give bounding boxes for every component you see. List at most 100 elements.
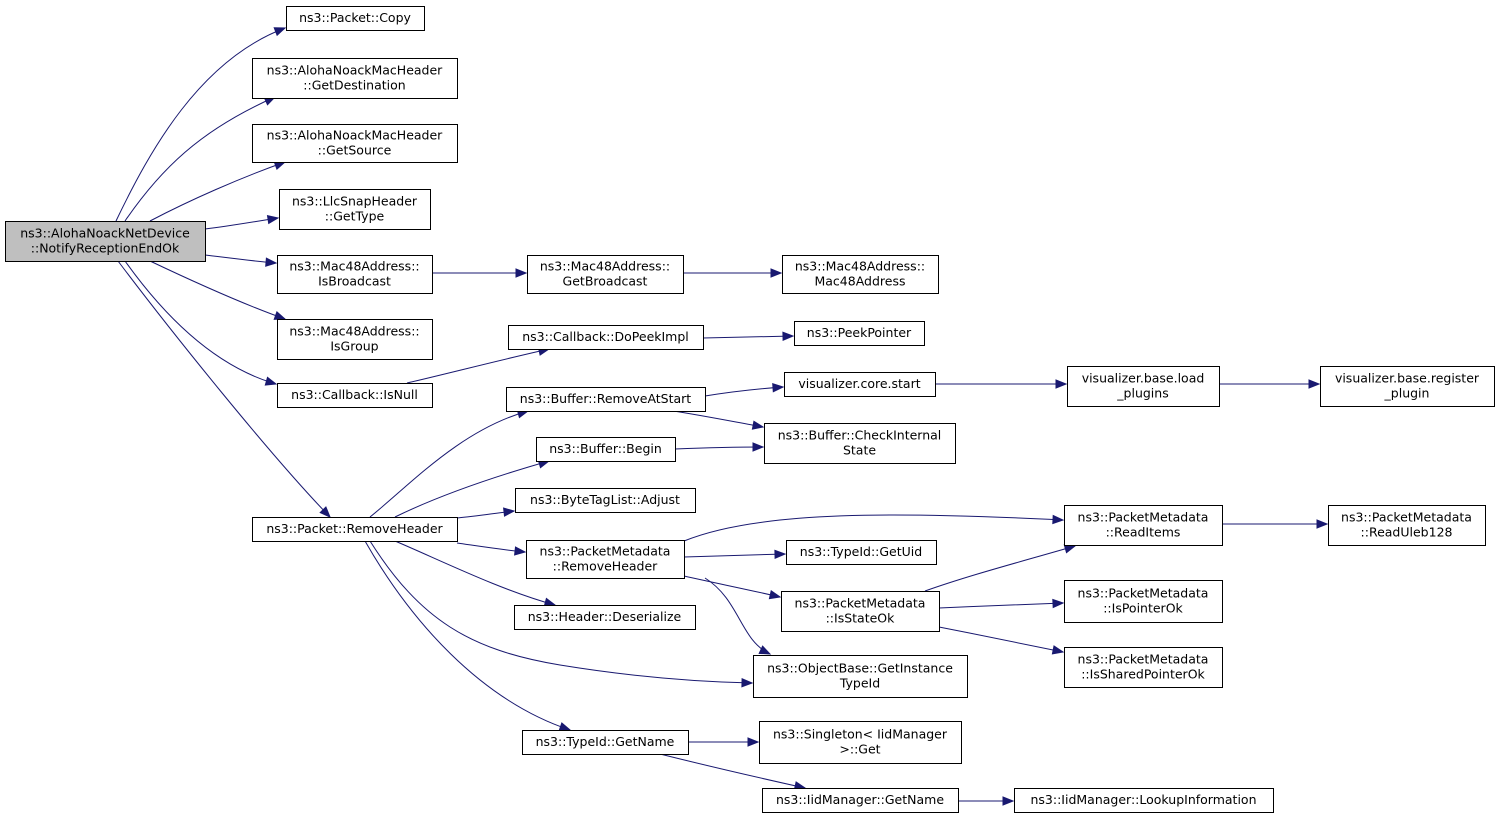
edge-line bbox=[149, 260, 286, 320]
node-box bbox=[764, 423, 956, 464]
graph-node-n26[interactable]: ns3::PacketMetadata::IsSharedPointerOk bbox=[1064, 647, 1223, 688]
edge-line bbox=[672, 410, 764, 428]
graph-node-n21[interactable]: ns3::PacketMetadata::ReadItems bbox=[1064, 505, 1223, 546]
arrowhead bbox=[1063, 544, 1077, 554]
graph-node-n11[interactable]: ns3::Callback::DoPeekImpl bbox=[508, 325, 704, 350]
edge-line bbox=[394, 460, 550, 518]
graph-node-n8[interactable]: ns3::Packet::RemoveHeader bbox=[252, 517, 458, 542]
graph-node-n22[interactable]: ns3::PacketMetadata::ReadUleb128 bbox=[1328, 505, 1486, 546]
node-box bbox=[279, 189, 431, 230]
node-label-line: ns3::Buffer::Begin bbox=[549, 441, 662, 456]
graph-node-n2[interactable]: ns3::AlohaNoackMacHeader::GetDestination bbox=[252, 58, 458, 99]
node-box bbox=[252, 517, 458, 542]
node-label-line: ns3::PacketMetadata bbox=[540, 544, 671, 559]
node-box bbox=[786, 540, 937, 565]
arrowhead bbox=[741, 678, 754, 688]
graph-node-n1[interactable]: ns3::Packet::Copy bbox=[286, 6, 425, 31]
graph-node-n16[interactable]: visualizer.base.register_plugin bbox=[1320, 366, 1495, 407]
graph-node-n18[interactable]: ns3::Buffer::Begin bbox=[536, 437, 676, 462]
node-box bbox=[1064, 647, 1223, 688]
edge-line bbox=[364, 540, 571, 731]
graph-node-n10[interactable]: ns3::Mac48Address::Mac48Address bbox=[782, 255, 939, 294]
edge-line bbox=[369, 410, 529, 518]
graph-node-n30[interactable]: ns3::Singleton< IidManager >::Get bbox=[759, 721, 962, 764]
node-box bbox=[277, 383, 433, 408]
graph-node-n14[interactable]: visualizer.core.start bbox=[784, 372, 936, 397]
graph-node-n27[interactable]: ns3::Header::Deserialize bbox=[514, 605, 696, 630]
graph-node-n7[interactable]: ns3::Callback::IsNull bbox=[277, 383, 433, 408]
node-box bbox=[506, 387, 706, 412]
graph-node-n20[interactable]: ns3::PacketMetadata::RemoveHeader bbox=[526, 540, 685, 579]
node-label-line: ns3::Callback::DoPeekImpl bbox=[522, 329, 689, 344]
edge-line bbox=[394, 540, 556, 606]
edge-n20-n23 bbox=[683, 549, 787, 560]
edge-n24-n26 bbox=[938, 626, 1065, 655]
arrowhead bbox=[768, 589, 782, 600]
node-label-line: TypeId bbox=[839, 676, 880, 691]
graph-node-n13[interactable]: ns3::Buffer::RemoveAtStart bbox=[506, 387, 706, 412]
node-label-line: ns3::Mac48Address:: bbox=[289, 259, 419, 274]
node-label-line: visualizer.core.start bbox=[798, 376, 920, 391]
node-box bbox=[781, 591, 940, 632]
node-box bbox=[1067, 366, 1220, 407]
arrowhead bbox=[774, 549, 787, 560]
edge-n8-n19 bbox=[456, 507, 516, 519]
graph-node-n25[interactable]: ns3::PacketMetadata::IsPointerOk bbox=[1064, 580, 1223, 623]
graph-node-n23[interactable]: ns3::TypeId::GetUid bbox=[786, 540, 937, 565]
edge-n8-n20 bbox=[456, 542, 527, 556]
graph-node-n12[interactable]: ns3::PeekPointer bbox=[794, 321, 925, 346]
node-label-line: ::IsSharedPointerOk bbox=[1081, 667, 1205, 682]
node-label-line: ns3::AlohaNoackMacHeader bbox=[267, 128, 444, 143]
node-label-line: ns3::PeekPointer bbox=[807, 325, 912, 340]
graph-node-n31[interactable]: ns3::IidManager::GetName bbox=[762, 788, 959, 813]
graph-node-n9[interactable]: ns3::Mac48Address::GetBroadcast bbox=[527, 255, 684, 294]
edge-n11-n12 bbox=[702, 331, 795, 341]
edge-n0-n3 bbox=[149, 161, 287, 222]
node-label-line: visualizer.base.load bbox=[1082, 371, 1205, 386]
node-box bbox=[508, 325, 704, 350]
arrowhead bbox=[558, 722, 572, 732]
edge-line bbox=[683, 575, 781, 598]
node-label-line: GetBroadcast bbox=[563, 274, 648, 289]
edge-n20-n21 bbox=[683, 514, 1065, 542]
node-label-line: ::NotifyReceptionEndOk bbox=[31, 241, 180, 256]
node-box bbox=[277, 319, 433, 360]
arrowhead bbox=[1055, 379, 1068, 389]
node-label-line: ns3::PacketMetadata bbox=[795, 596, 926, 611]
edge-line bbox=[406, 348, 550, 384]
node-box bbox=[1014, 788, 1274, 813]
edge-n0-n5 bbox=[204, 254, 278, 267]
node-box bbox=[1064, 580, 1223, 623]
arrowhead bbox=[782, 331, 795, 341]
graph-node-n4[interactable]: ns3::LlcSnapHeader::GetType bbox=[279, 189, 431, 230]
graph-node-n24[interactable]: ns3::PacketMetadata::IsStateOk bbox=[781, 591, 940, 632]
graph-node-n3[interactable]: ns3::AlohaNoackMacHeader::GetSource bbox=[252, 124, 458, 163]
node-label-line: ::ReadUleb128 bbox=[1361, 525, 1453, 540]
node-box bbox=[5, 221, 206, 262]
arrowhead bbox=[273, 27, 287, 37]
graph-node-n6[interactable]: ns3::Mac48Address::IsGroup bbox=[277, 319, 433, 360]
edge-n15-n16 bbox=[1219, 379, 1321, 389]
node-label-line: ns3::ByteTagList::Adjust bbox=[530, 492, 680, 507]
node-label-line: ns3::Mac48Address:: bbox=[540, 259, 670, 274]
edge-n14-n15 bbox=[935, 379, 1068, 389]
node-label-line: State bbox=[843, 443, 876, 458]
edge-line bbox=[683, 514, 1064, 542]
edge-n31-n32 bbox=[958, 796, 1015, 806]
graph-node-n32[interactable]: ns3::IidManager::LookupInformation bbox=[1014, 788, 1274, 813]
edge-line bbox=[702, 335, 794, 339]
node-label-line: IsBroadcast bbox=[318, 274, 391, 289]
graph-node-n29[interactable]: ns3::TypeId::GetName bbox=[522, 730, 689, 755]
node-box bbox=[252, 124, 458, 163]
graph-node-n19[interactable]: ns3::ByteTagList::Adjust bbox=[515, 488, 696, 513]
arrowhead bbox=[770, 268, 783, 278]
arrowhead bbox=[266, 214, 280, 225]
node-box bbox=[784, 372, 936, 397]
graph-node-n5[interactable]: ns3::Mac48Address::IsBroadcast bbox=[277, 255, 433, 294]
graph-node-n15[interactable]: visualizer.base.load_plugins bbox=[1067, 366, 1220, 407]
node-label-line: ns3::Buffer::RemoveAtStart bbox=[520, 391, 692, 406]
edge-n18-n17 bbox=[674, 442, 765, 452]
